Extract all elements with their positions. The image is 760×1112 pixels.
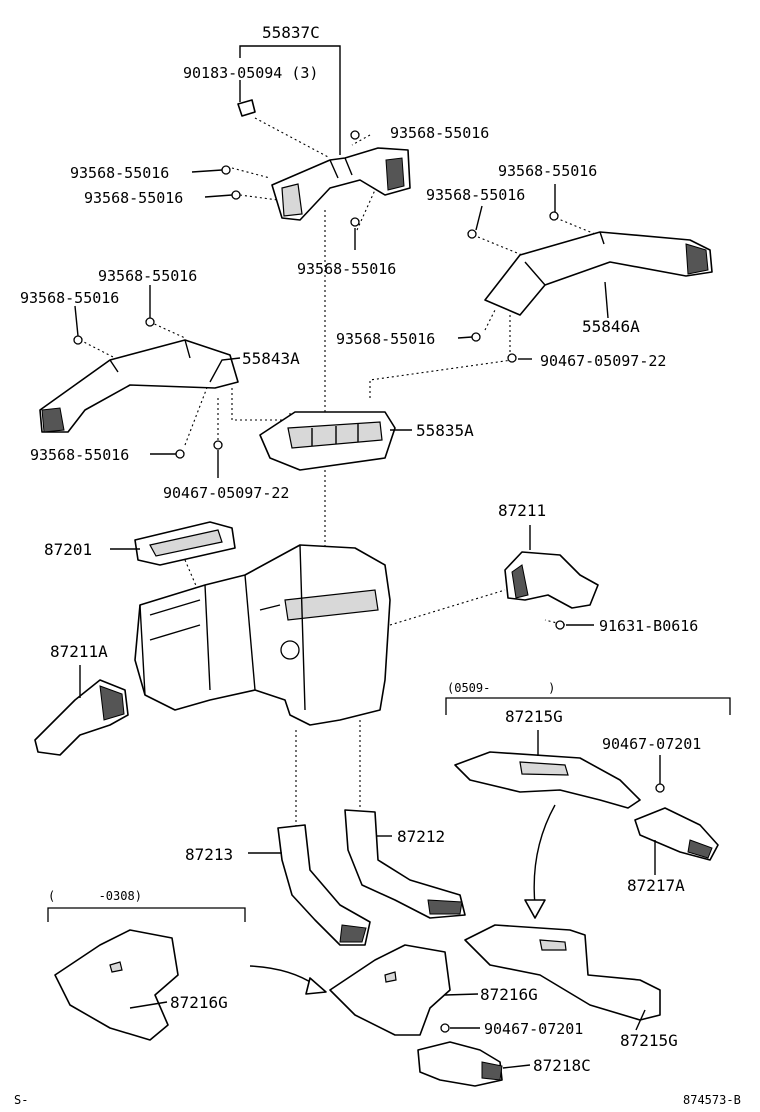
label-93568-55016-e: 93568-55016 — [426, 186, 525, 204]
label-93568-55016-b: 93568-55016 — [70, 164, 169, 182]
hvac-unit-drawing — [134, 544, 391, 726]
duct-55843a-drawing — [39, 339, 239, 433]
duct-87211a-drawing — [34, 679, 129, 756]
label-range-0509: (0509- ) — [447, 681, 555, 695]
corner-label-right: 874573-B — [683, 1093, 741, 1107]
label-range-0308: ( -0308) — [48, 889, 142, 903]
label-55835a: 55835A — [416, 421, 474, 440]
label-90467-07201-a: 90467-07201 — [602, 735, 701, 753]
label-87215g-lower: 87215G — [620, 1031, 678, 1050]
part-labels: 55837C 90183-05094 (3) 93568-55016 93568… — [14, 23, 741, 1107]
label-93568-55016-i: 93568-55016 — [336, 330, 435, 348]
label-93568-55016-g: 93568-55016 — [98, 267, 197, 285]
duct-87213-drawing — [277, 824, 371, 946]
seal-87201-drawing — [134, 521, 236, 566]
label-90183-05094: 90183-05094 (3) — [183, 64, 318, 82]
label-87211: 87211 — [498, 501, 546, 520]
label-93568-55016-a: 93568-55016 — [390, 124, 489, 142]
label-93568-55016-j: 93568-55016 — [30, 446, 129, 464]
label-87217a: 87217A — [627, 876, 685, 895]
duct-87216g-left-drawing — [54, 929, 179, 1041]
duct-87218c-drawing — [417, 1041, 503, 1087]
duct-87215g-upper-drawing — [454, 751, 641, 809]
duct-87215g-lower-drawing — [464, 924, 661, 1021]
corner-label-left: S- — [14, 1093, 28, 1107]
label-87218c: 87218C — [533, 1056, 591, 1075]
bracket-0509 — [445, 697, 731, 715]
label-90467-07201-b: 90467-07201 — [484, 1020, 583, 1038]
duct-87216g-middle-drawing — [329, 944, 451, 1036]
vent-box-55835a-drawing — [259, 411, 396, 471]
arrowhead-upper — [524, 899, 546, 919]
label-90467-05097-22-a: 90467-05097-22 — [540, 352, 666, 370]
arrow-lower-drawing — [249, 965, 316, 986]
duct-55837c-drawing — [271, 147, 411, 221]
arrow-upper-drawing — [533, 804, 556, 906]
assembly-guide-lines — [79, 117, 601, 830]
duct-87211-drawing — [504, 551, 599, 609]
label-87216g-left: 87216G — [170, 993, 228, 1012]
arrowhead-lower — [305, 977, 327, 995]
label-87211a: 87211A — [50, 642, 108, 661]
bracket-0308 — [47, 907, 246, 922]
label-87215g-upper: 87215G — [505, 707, 563, 726]
leader-lines — [74, 45, 661, 1069]
label-93568-55016-c: 93568-55016 — [84, 189, 183, 207]
label-87216g-middle: 87216G — [480, 985, 538, 1004]
label-93568-55016-f: 93568-55016 — [297, 260, 396, 278]
duct-87217a-drawing — [634, 807, 719, 861]
label-55843a: 55843A — [242, 349, 300, 368]
duct-55846a-drawing — [484, 231, 713, 316]
clip-90183-drawing — [237, 99, 256, 117]
duct-87212-drawing — [344, 809, 466, 919]
label-93568-55016-d: 93568-55016 — [498, 162, 597, 180]
label-55837c: 55837C — [262, 23, 320, 42]
label-55846a: 55846A — [582, 317, 640, 336]
label-90467-05097-22-b: 90467-05097-22 — [163, 484, 289, 502]
label-87213: 87213 — [185, 845, 233, 864]
label-91631-b0616: 91631-B0616 — [599, 617, 698, 635]
label-93568-55016-h: 93568-55016 — [20, 289, 119, 307]
label-87201: 87201 — [44, 540, 92, 559]
label-87212: 87212 — [397, 827, 445, 846]
